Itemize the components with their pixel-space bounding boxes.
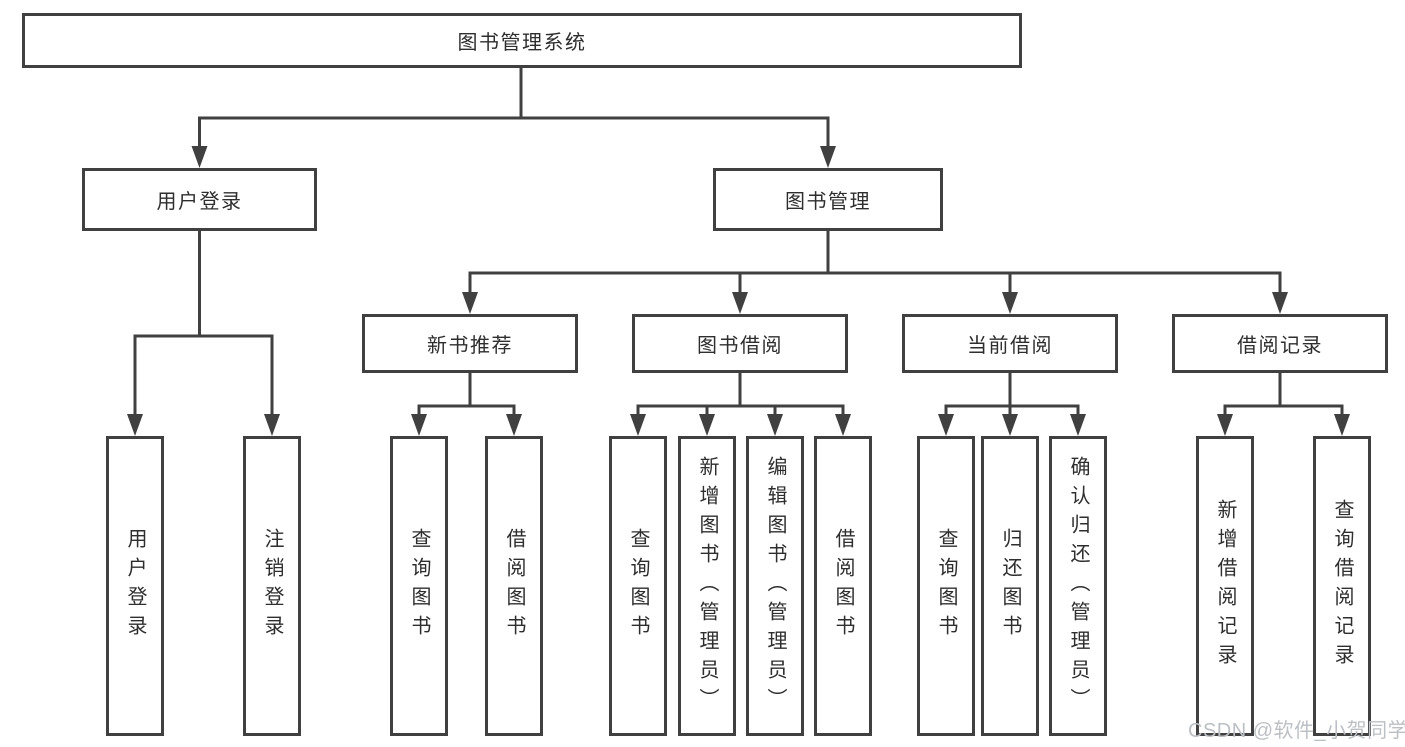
leaf-label: 借阅图书 [832, 528, 854, 644]
node-book-management: 图书管理 [713, 168, 943, 231]
leaf-return-books: 归还图书 [981, 436, 1039, 736]
leaf-label: 确认归还（管理员） [1067, 455, 1089, 717]
node-user-login: 用户登录 [82, 168, 317, 231]
watermark: CSDN @软件_小贺同学 [1188, 720, 1405, 742]
leaf-user-login: 用户登录 [106, 436, 164, 736]
leaf-add-books-admin: 新增图书（管理员） [678, 436, 736, 736]
leaf-label: 查询图书 [408, 528, 430, 644]
node-current-borrowing: 当前借阅 [902, 314, 1118, 373]
leaf-label: 查询图书 [627, 528, 649, 644]
leaf-label: 新增借阅记录 [1214, 499, 1236, 673]
leaf-borrow-books: 借阅图书 [814, 436, 872, 736]
leaf-label: 借阅图书 [503, 528, 525, 644]
leaf-confirm-return-admin: 确认归还（管理员） [1049, 436, 1107, 736]
leaf-edit-books-admin: 编辑图书（管理员） [746, 436, 804, 736]
node-root-system: 图书管理系统 [22, 13, 1022, 68]
leaf-label: 查询图书 [935, 528, 957, 644]
node-new-book-recommend: 新书推荐 [362, 314, 578, 373]
leaf-label: 归还图书 [999, 528, 1021, 644]
leaf-label: 编辑图书（管理员） [764, 455, 786, 717]
leaf-label: 查询借阅记录 [1331, 499, 1353, 673]
leaf-logout: 注销登录 [243, 436, 301, 736]
node-book-borrowing: 图书借阅 [632, 314, 848, 373]
leaf-label: 用户登录 [124, 528, 146, 644]
leaf-query-books-recommend: 查询图书 [390, 436, 448, 736]
arrowhead-icons [127, 146, 1350, 436]
leaf-label: 注销登录 [261, 528, 283, 644]
node-borrowing-records: 借阅记录 [1172, 314, 1388, 373]
leaf-label: 新增图书（管理员） [696, 455, 718, 717]
leaf-add-borrow-record: 新增借阅记录 [1196, 436, 1254, 736]
leaf-query-books-borrowing: 查询图书 [609, 436, 667, 736]
leaf-query-books-current: 查询图书 [917, 436, 975, 736]
leaf-query-borrow-record: 查询借阅记录 [1313, 436, 1371, 736]
leaf-borrow-books-recommend: 借阅图书 [485, 436, 543, 736]
